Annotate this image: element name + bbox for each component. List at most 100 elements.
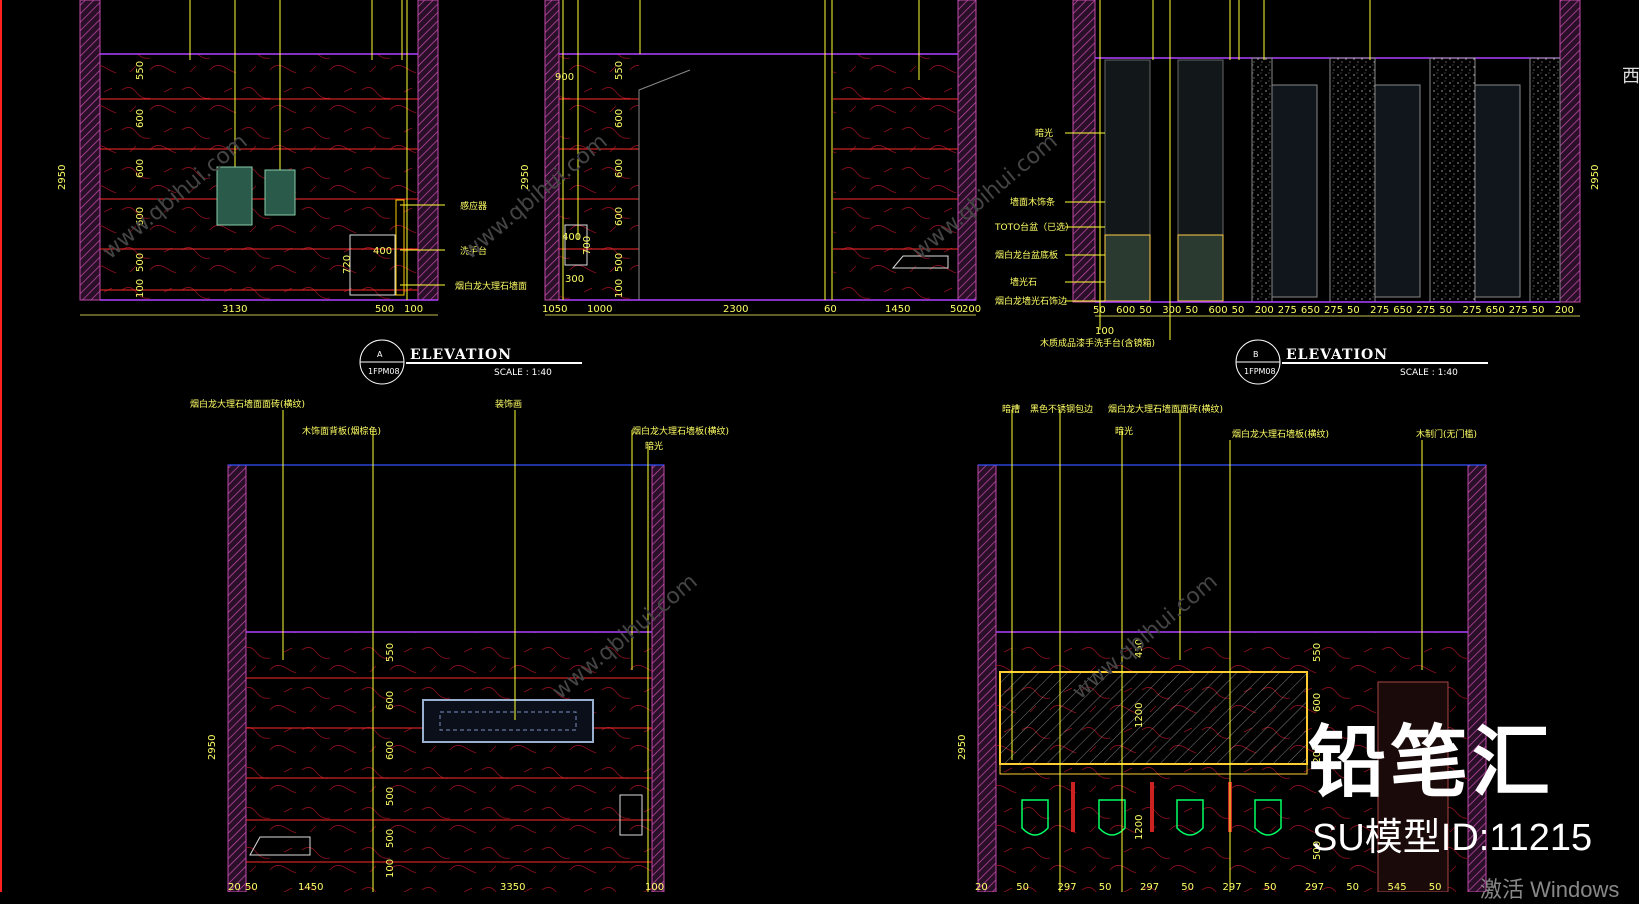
decorative-painting xyxy=(422,699,594,743)
mirror-left xyxy=(1104,59,1151,236)
note-basin: TOTO台盆（已选） xyxy=(994,221,1074,233)
leader-lines xyxy=(189,0,445,300)
urinal xyxy=(1021,799,1049,836)
left-wall-section xyxy=(227,464,247,892)
left-wall-section xyxy=(1072,0,1096,303)
door-opening xyxy=(638,69,691,300)
bottom-dim: 297 xyxy=(1305,882,1324,892)
row-dim: 600 xyxy=(385,741,396,760)
left-dimensions: 900 400 700 300 xyxy=(555,72,593,285)
bottom-dim: 50 xyxy=(1264,882,1277,892)
marble-wall-right xyxy=(833,54,958,300)
note-base-plate: 烟白龙台盆底板 xyxy=(995,249,1058,261)
note-sensor: 感应器 xyxy=(460,200,487,212)
bottom-dim: 50 xyxy=(1532,305,1545,316)
bottom-dim: 20 xyxy=(228,882,241,892)
bottom-dimensions: 20 50 1450 3350 100 xyxy=(228,882,664,892)
urinals xyxy=(1021,799,1282,836)
note-light: 暗光 xyxy=(1115,425,1133,437)
bottom-dim: 50 xyxy=(1016,882,1029,892)
marble-joints xyxy=(100,98,418,291)
mid-dim: 1200 xyxy=(1134,703,1145,728)
stall-partitions xyxy=(1251,57,1561,303)
bottom-dim: 3350 xyxy=(500,882,525,892)
model-id-watermark: SU模型ID:11215 xyxy=(1312,817,1593,859)
bottom-dim: 275 xyxy=(1509,305,1528,316)
windows-activation-notice: 激活 Windows xyxy=(1480,877,1620,902)
row-dim: 100 xyxy=(385,859,396,878)
elevation-b-panel: 暗光 墙面木饰条 TOTO台盆（已选） 烟白龙台盆底板 墙光石 烟白龙墙光石饰边… xyxy=(994,0,1601,385)
marble-wall xyxy=(100,54,418,300)
elevation-scale: SCALE : 1:40 xyxy=(494,368,552,378)
toilet-side xyxy=(891,255,949,269)
bottom-dim: 500 xyxy=(375,304,394,315)
bottom-dimensions: 1050 1000 2300 60 1450 50 200 xyxy=(542,304,981,315)
right-dim: 500 xyxy=(1312,841,1323,860)
bottom-dim: 1000 xyxy=(587,304,612,315)
right-dim: 550 xyxy=(1312,643,1323,662)
bottom-dim: 300 xyxy=(1162,305,1181,316)
note-wood-door: 木制门(无门槛) xyxy=(1416,428,1477,440)
row-dim: 600 xyxy=(614,207,625,226)
bottom-dim: 600 xyxy=(1209,305,1228,316)
marble-wall xyxy=(246,632,652,892)
elevation-tag-ref: 1FPM08 xyxy=(368,367,400,376)
bottom-dim: 275 xyxy=(1324,305,1343,316)
elevation-a-panel: 2950 550 600 600 600 500 100 400 720 感应器… xyxy=(57,0,582,385)
bottom-dim: 200 xyxy=(1555,305,1574,316)
row-dim: 500 xyxy=(135,253,146,272)
note-wood-strip: 墙面木饰条 xyxy=(1010,196,1055,208)
bottom-dim: 275 xyxy=(1278,305,1297,316)
row-dim: 100 xyxy=(614,279,625,298)
brand-watermark: 铅笔汇 xyxy=(1308,718,1555,808)
marble-joints xyxy=(559,98,958,250)
bottom-dim: 600 xyxy=(1116,305,1135,316)
left-dim: 900 xyxy=(555,72,574,83)
note-basin: 洗手台 xyxy=(460,245,487,257)
bottom-dim: 50 xyxy=(1139,305,1152,316)
urinal xyxy=(1176,799,1204,836)
note-groove: 暗槽 xyxy=(1002,403,1020,415)
bottom-dim: 200 xyxy=(962,304,981,315)
elevation-tag-letter: B xyxy=(1253,350,1259,359)
basin-dim: 400 xyxy=(373,246,392,257)
note-vanity: 木质成品漆手洗手台(含镜箱) xyxy=(1040,337,1155,349)
bottom-dim: 1050 xyxy=(542,304,567,315)
wood-door xyxy=(1377,681,1449,892)
height-dimension: 2950 xyxy=(520,165,531,190)
extra-dim: 100 xyxy=(1095,326,1114,337)
bottom-dim: 275 xyxy=(1416,305,1435,316)
left-wall-section xyxy=(79,0,101,301)
bottom-dim: 50 xyxy=(1232,305,1245,316)
note-marble-board: 烟白龙大理石墙板(横纹) xyxy=(1232,428,1329,440)
basin-height-dim: 720 xyxy=(342,255,353,274)
bottom-dim: 297 xyxy=(1140,882,1159,892)
right-dim: 600 xyxy=(1312,693,1323,712)
bottom-dim: 60 xyxy=(824,304,837,315)
row-dim: 550 xyxy=(614,61,625,80)
height-dimension: 2950 xyxy=(1590,165,1601,190)
mid-dim: 450 xyxy=(1134,639,1145,658)
bottom-dim: 3130 xyxy=(222,304,247,315)
mid-dim: 1200 xyxy=(1134,815,1145,840)
left-dim: 700 xyxy=(582,236,593,255)
marble-wall-left xyxy=(559,54,639,300)
bottom-dim: 50 xyxy=(1099,882,1112,892)
bottom-dim: 275 xyxy=(1370,305,1389,316)
leader-lines xyxy=(562,0,920,300)
left-dim: 400 xyxy=(562,232,581,243)
note-light: 暗光 xyxy=(645,440,663,452)
row-dim: 500 xyxy=(385,829,396,848)
row-dim: 600 xyxy=(614,159,625,178)
row-dim: 600 xyxy=(135,207,146,226)
note-marble-board: 烟白龙大理石墙板(横纹) xyxy=(632,425,729,437)
note-painting: 装饰画 xyxy=(495,398,522,410)
row-dim: 600 xyxy=(135,109,146,128)
vanity-right xyxy=(1177,234,1224,302)
bottom-dim: 650 xyxy=(1301,305,1320,316)
urinal xyxy=(1254,799,1282,836)
bottom-dim: 50 xyxy=(1093,305,1106,316)
bottom-dim: 50 xyxy=(245,882,258,892)
